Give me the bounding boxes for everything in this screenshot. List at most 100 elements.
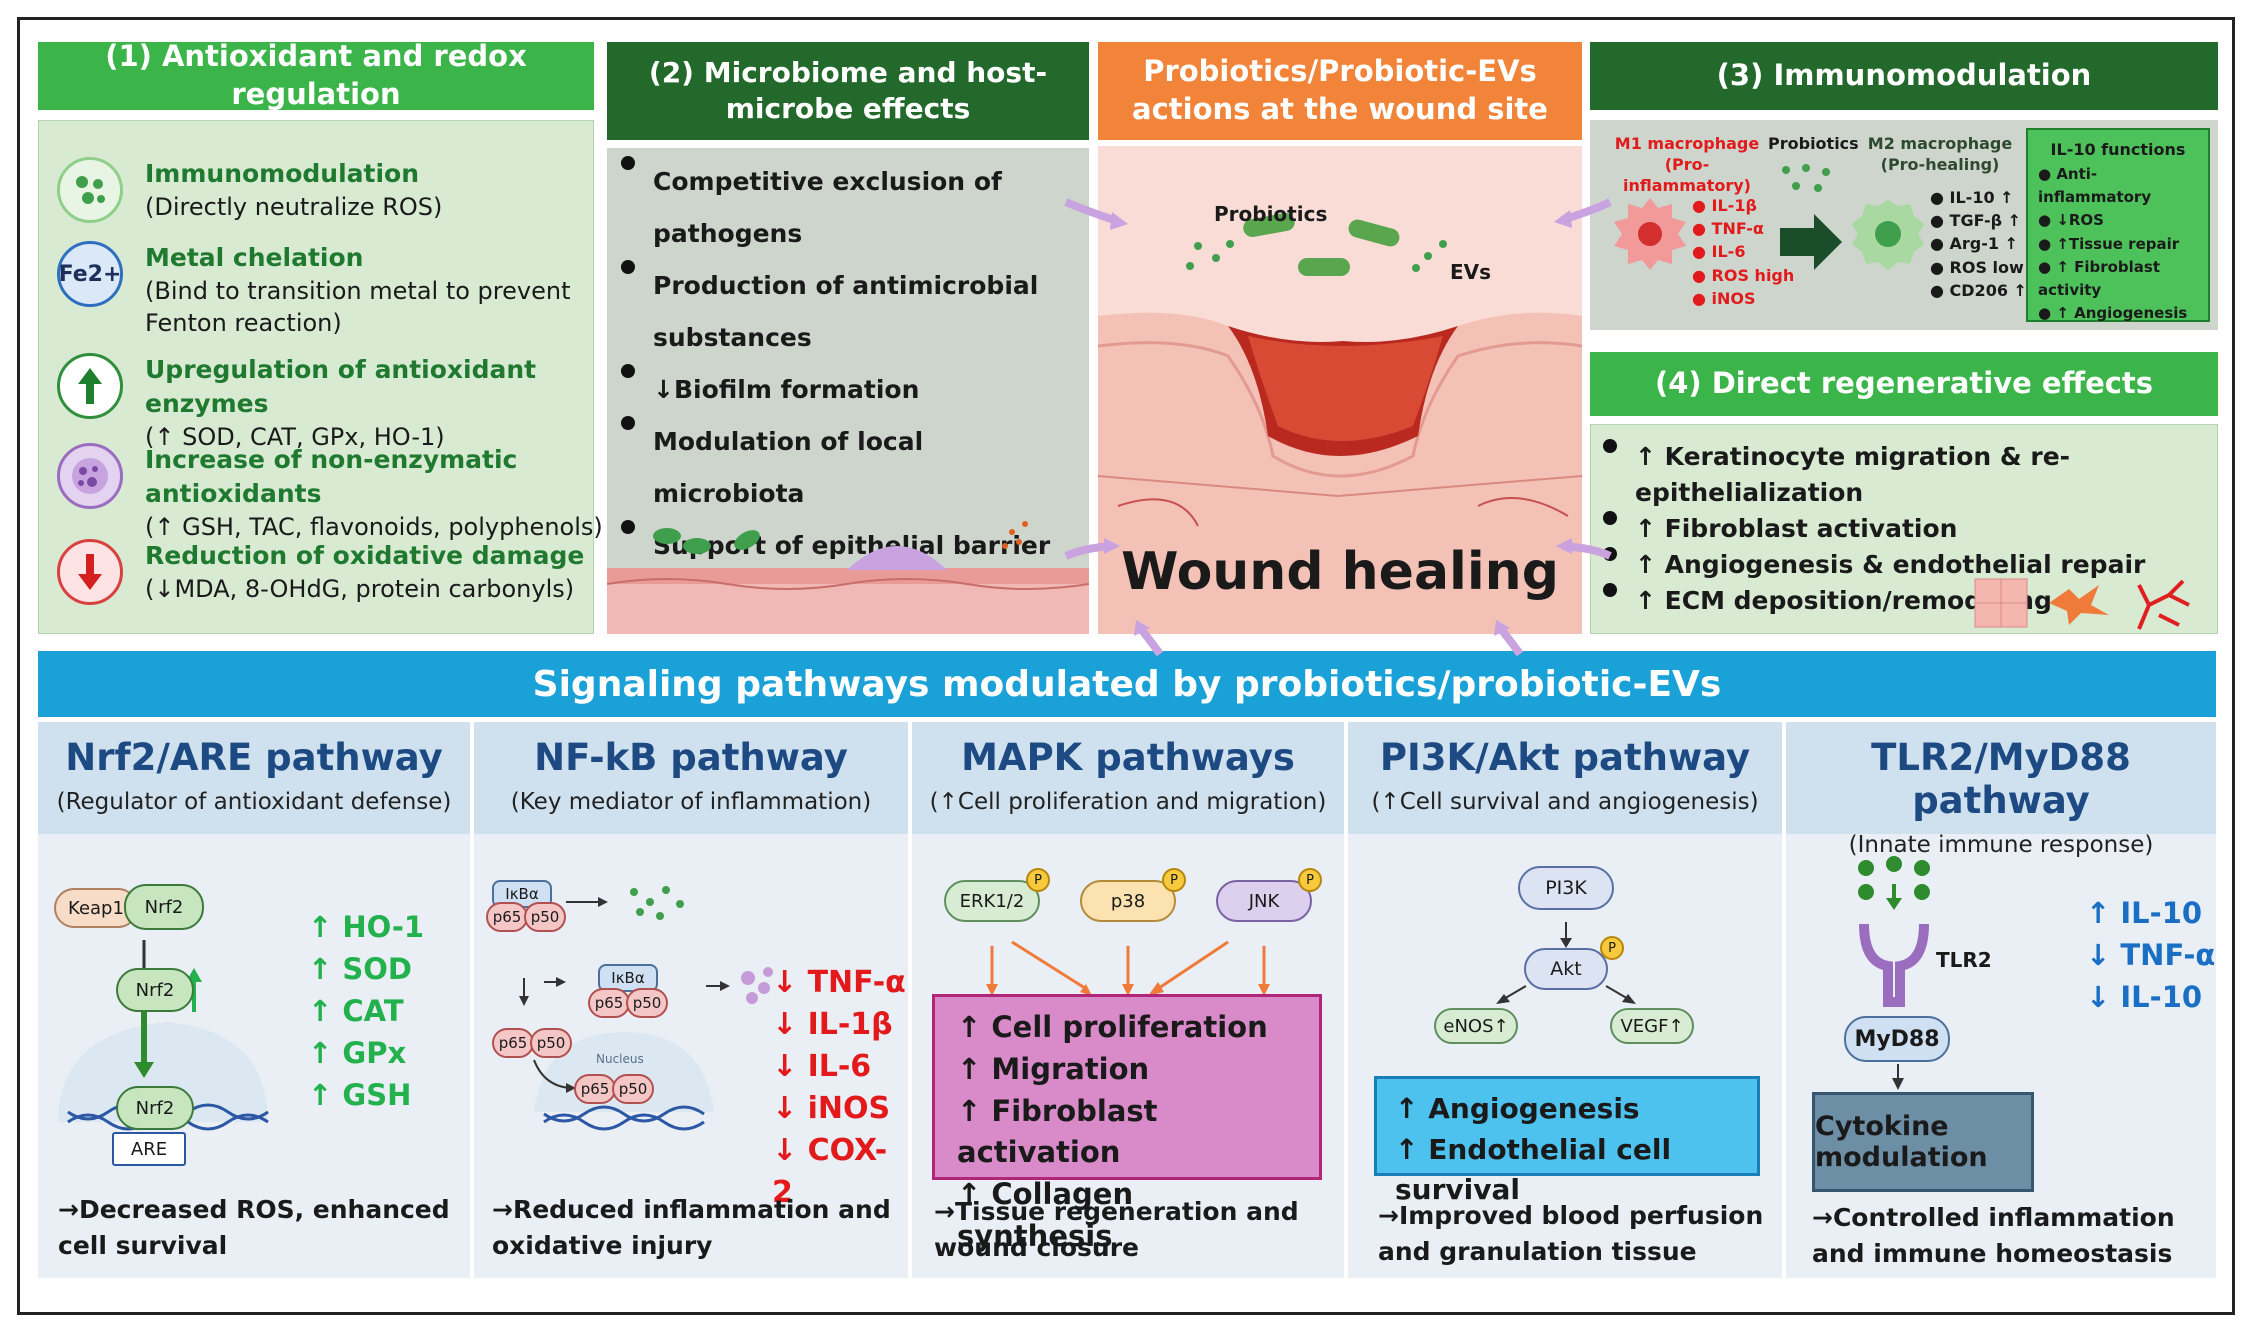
center-wound-illustration: Probiotics EVs Wound healing bbox=[1098, 146, 1582, 634]
list-item: ↑ Fibroblast activation bbox=[957, 1093, 1158, 1170]
myd88-node: MyD88 bbox=[1844, 1016, 1950, 1062]
pi3k-conclusion: →Improved blood perfusion and granulatio… bbox=[1378, 1201, 1764, 1267]
nucleus-label: Nucleus bbox=[596, 1052, 644, 1066]
p1-item-title: Reduction of oxidative damage bbox=[145, 541, 585, 570]
nfkb-subtitle: (Key mediator of inflammation) bbox=[510, 789, 872, 815]
pi3k-node: PI3K bbox=[1518, 866, 1614, 910]
p50-node: p50 bbox=[612, 1074, 654, 1104]
m2-list-item: ● CD206 ↑ bbox=[1930, 280, 2027, 300]
m2-list-item: ● ROS low bbox=[1930, 257, 2024, 277]
list-item: ↑ Collagen synthesis bbox=[957, 1177, 1134, 1253]
list-item: ↓ IL-6 bbox=[772, 1049, 872, 1084]
mapk-outcome-box: ↑ Cell proliferation ↑ Migration ↑ Fibro… bbox=[932, 994, 1322, 1253]
m1-list-item: ● IL-1β bbox=[1692, 196, 1757, 215]
tlr2-column: TLR2/MyD88 pathway(Innate immune respons… bbox=[1786, 722, 2216, 1278]
panel2-title-line1: (2) Microbiome and host- bbox=[648, 55, 1048, 89]
nrf2-node: Nrf2 bbox=[124, 884, 204, 930]
p1-item-title: Immunomodulation bbox=[145, 159, 420, 188]
p1-item-desc: (↓MDA, 8-OHdG, protein carbonyls) bbox=[145, 574, 575, 603]
p1-item-title: Metal chelation bbox=[145, 243, 364, 272]
nrf2-upregulated-list: ↑ HO-1 ↑ SOD ↑ CAT ↑ GPx ↑ GSH bbox=[308, 906, 424, 1116]
m2-subtitle: (Pro-healing) bbox=[1880, 154, 2000, 174]
m1-title-block: M1 macrophage (Pro-inflammatory) bbox=[1602, 134, 1772, 196]
list-item: Production of antimicrobial substances bbox=[617, 260, 1077, 364]
p1-item-reduction: Reduction of oxidative damage (↓MDA, 8-OH… bbox=[57, 539, 617, 605]
m1-list-item: ● IL-6 bbox=[1692, 242, 1746, 262]
m2-title-block: M2 macrophage (Pro-healing) bbox=[1860, 134, 2020, 176]
probiotics-small-label: Probiotics bbox=[1768, 134, 1859, 153]
pi3k-arrows bbox=[1496, 922, 1636, 1004]
myd88-arrow bbox=[1892, 1064, 1904, 1090]
pi3k-subtitle: (↑Cell survival and angiogenesis) bbox=[1371, 789, 1759, 815]
jnk-node: JNK bbox=[1216, 880, 1312, 922]
regenerative-cells-illustration bbox=[1974, 578, 2190, 630]
ikba-node: IκBα bbox=[598, 964, 658, 992]
il10-item: ● ↑ Angiogenesis bbox=[2038, 304, 2188, 323]
p1-item-desc: (Bind to transition metal to prevent Fen… bbox=[145, 276, 571, 338]
p1-item-upregulation: Upregulation of antioxidant enzymes(↑ SO… bbox=[57, 353, 617, 453]
list-item: ↓ TNF-α bbox=[772, 965, 906, 1000]
p1-item-immunomodulation: Immunomodulation(Directly neutralize ROS… bbox=[57, 157, 617, 223]
panel3-header: (3) Immunomodulation bbox=[1590, 42, 2218, 110]
probiotic-dots-icon bbox=[1782, 164, 1830, 192]
phospho-badge: P bbox=[1026, 868, 1050, 892]
center-title-line2: actions at the wound site bbox=[1132, 92, 1548, 126]
il10-title: IL-10 functions bbox=[2050, 140, 2186, 159]
phospho-badge: P bbox=[1600, 936, 1624, 960]
p50-node: p50 bbox=[524, 902, 566, 932]
panel2-list: Competitive exclusion of pathogens Produ… bbox=[617, 156, 1077, 624]
nrf2-node: Nrf2 bbox=[116, 968, 194, 1012]
p1-item-metal-chelation: Fe2+ Metal chelation(Bind to transition … bbox=[57, 241, 617, 340]
il10-item: ● Anti-inflammatory bbox=[2038, 164, 2152, 207]
cytokine-modulation-box: Cytokine modulation bbox=[1812, 1092, 2034, 1192]
erk-node: ERK1/2 bbox=[944, 880, 1040, 922]
mapk-arrows bbox=[986, 940, 1270, 996]
vegf-node: VEGF↑ bbox=[1610, 1008, 1694, 1044]
mapk-subtitle: (↑Cell proliferation and migration) bbox=[929, 789, 1327, 815]
tlr2-cytokine-list: ↑ IL-10 ↓ TNF-α ↓ IL-10 bbox=[2086, 892, 2215, 1018]
mapk-column: MAPK pathways(↑Cell proliferation and mi… bbox=[912, 722, 1344, 1278]
panel4-body: ↑ Keratinocyte migration & re-epithelial… bbox=[1590, 424, 2218, 634]
list-item: ↓ COX-2 bbox=[772, 1133, 888, 1210]
panel2-header: (2) Microbiome and host- microbe effects bbox=[607, 42, 1089, 140]
transition-arrow-icon bbox=[1780, 214, 1842, 270]
m1-title: M1 macrophage bbox=[1614, 134, 1760, 153]
cells-icon bbox=[57, 157, 123, 223]
center-title-line1: Probiotics/Probiotic-EVs bbox=[1143, 54, 1537, 89]
panel4-header: (4) Direct regenerative effects bbox=[1590, 352, 2218, 416]
are-node: ARE bbox=[112, 1132, 186, 1166]
list-item: ↑ GSH bbox=[308, 1078, 412, 1113]
list-item: ↓Biofilm formation bbox=[617, 364, 1077, 416]
tlr2-title: TLR2/MyD88 pathway bbox=[1871, 736, 2131, 822]
p50-node: p50 bbox=[530, 1028, 572, 1058]
p1-item-desc: (↑ GSH, TAC, flavonoids, polyphenols) bbox=[145, 512, 603, 541]
tlr2-conclusion: →Controlled inflammation and immune home… bbox=[1812, 1203, 2175, 1269]
m2-list: ● IL-10 ↑ ● TGF-β ↑ ● Arg-1 ↑ ● ROS low … bbox=[1930, 186, 2027, 302]
p1-item-desc: (↑ SOD, CAT, GPx, HO-1) bbox=[145, 422, 445, 451]
panel1-body: Immunomodulation(Directly neutralize ROS… bbox=[38, 120, 603, 634]
mapk-conclusion: →Tissue regeneration and wound closure bbox=[934, 1197, 1299, 1263]
m2-macrophage-icon bbox=[1852, 200, 1924, 270]
pi3k-outcome-box: ↑ Angiogenesis ↑ Endothelial cell surviv… bbox=[1374, 1076, 1760, 1206]
tlr2-label: TLR2 bbox=[1936, 948, 1992, 972]
panel2-title-line2: microbe effects bbox=[725, 92, 971, 125]
panel2-body: Competitive exclusion of pathogens Produ… bbox=[607, 148, 1089, 634]
list-item: Modulation of local microbiota bbox=[617, 416, 1077, 520]
m1-list: ● IL-1β ● TNF-α ● IL-6 ● ROS high ● iNOS bbox=[1692, 194, 1794, 310]
il10-item: ● ↑ Fibroblast activity bbox=[2038, 257, 2161, 300]
list-item: ↓ iNOS bbox=[772, 1091, 891, 1126]
pi3k-column: PI3K/Akt pathway(↑Cell survival and angi… bbox=[1348, 722, 1782, 1278]
list-item: ↑ Migration bbox=[957, 1051, 1150, 1086]
up-arrow-icon bbox=[57, 353, 123, 419]
m2-title: M2 macrophage bbox=[1867, 134, 2013, 153]
panel3-body: M1 macrophage (Pro-inflammatory) ● IL-1β… bbox=[1590, 120, 2218, 330]
center-header: Probiotics/Probiotic-EVs actions at the … bbox=[1098, 42, 1582, 140]
nrf2-conclusion: →Decreased ROS, enhanced cell survival bbox=[58, 1195, 450, 1261]
nfkb-conclusion: →Reduced inflammation and oxidative inju… bbox=[492, 1195, 891, 1261]
list-item: ↓ IL-10 bbox=[2086, 980, 2203, 1015]
list-item: ↓ TNF-α bbox=[2086, 938, 2216, 973]
p65-node: p65 bbox=[486, 902, 528, 932]
akt-node: Akt bbox=[1524, 948, 1608, 990]
m2-list-item: ● IL-10 ↑ bbox=[1930, 188, 2014, 207]
signaling-header: Signaling pathways modulated by probioti… bbox=[38, 651, 2216, 717]
